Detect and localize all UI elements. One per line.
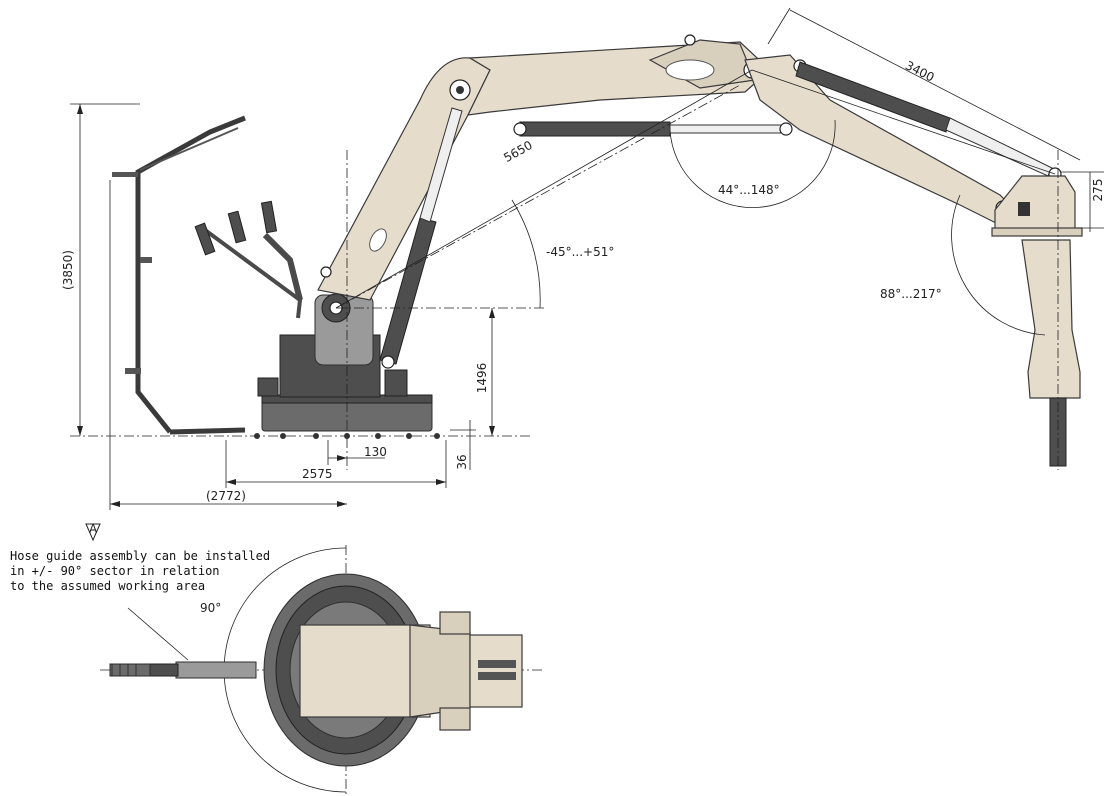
- arm-top: [469, 634, 523, 708]
- angle-boom-label: -45°...+51°: [546, 245, 614, 259]
- dim-base-width-label: 2575: [302, 467, 333, 481]
- dim-pivot-height-label: 1496: [475, 363, 489, 394]
- arm-cylinder: [513, 121, 793, 137]
- note-line-1: Hose guide assembly can be installed: [10, 549, 270, 563]
- dim-tool-offset-label: 275: [1091, 179, 1104, 202]
- tool-angle-arc: [951, 194, 1046, 336]
- boom-angle-arc: [511, 199, 541, 309]
- boom-axis-line: [335, 84, 741, 309]
- arm-angle-arc: [669, 119, 836, 209]
- note-line-3: to the assumed working area: [10, 579, 205, 593]
- dim-arm-length-label: 5650: [501, 138, 535, 165]
- hose-guide-frame: [112, 115, 246, 435]
- dim-base-offset: 130: [327, 440, 387, 465]
- dim-base-offset-label: 130: [364, 445, 387, 459]
- dim-total-height-label: (3850): [61, 250, 75, 290]
- dim-base-thickness-label: 36: [455, 454, 469, 469]
- hydraulic-hammer: [991, 175, 1083, 467]
- dim-pivot-height: 1496: [475, 308, 495, 436]
- angle-tool-label: 88°...217°: [880, 287, 942, 301]
- note-line-2: in +/- 90° sector in relation: [10, 564, 220, 578]
- boom-lift-cylinder: [379, 107, 463, 369]
- dim-rear-reach-label: (2772): [206, 489, 246, 503]
- dim-base-width: 2575: [225, 440, 447, 488]
- top-view: A Hose guide assembly can be installed i…: [10, 522, 545, 795]
- boom-top: [299, 624, 431, 718]
- hose-holders: [194, 200, 303, 319]
- dim-base-thickness: 36: [450, 420, 476, 470]
- dim-rear-reach: (2772): [109, 180, 347, 510]
- angle-arm-label: 44°...148°: [718, 183, 780, 197]
- side-view: (3850) 1496 36 275 130: [61, 7, 1104, 510]
- dim-total-height: (3850): [61, 103, 140, 436]
- dim-boom-cylinder-label: 3400: [903, 58, 937, 84]
- hose-guide-top: [109, 661, 257, 679]
- note-leader: [127, 607, 189, 661]
- dim-tool-offset: 275: [1060, 171, 1104, 232]
- arm-reach-line: [335, 69, 753, 309]
- marker-a-label: A: [89, 522, 98, 536]
- outer-arm: [466, 34, 771, 116]
- tool-cylinder-ref: [751, 69, 1056, 175]
- marker-a: A: [85, 522, 101, 542]
- main-boom: [317, 57, 491, 301]
- angle-hose-sector-label: 90°: [200, 601, 221, 615]
